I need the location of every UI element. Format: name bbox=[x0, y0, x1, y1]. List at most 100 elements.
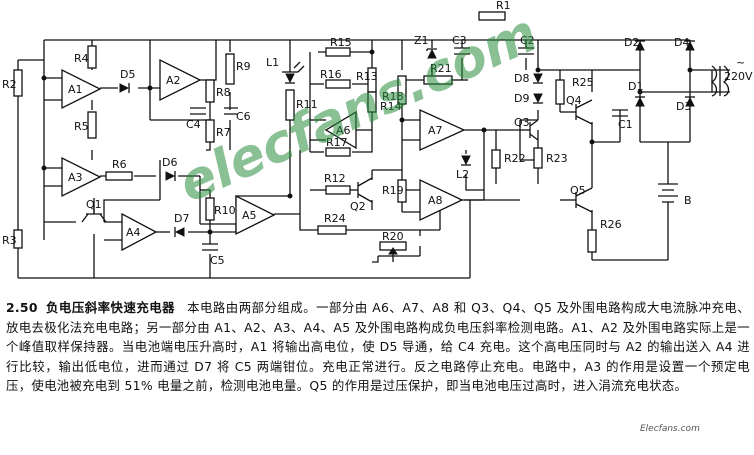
led-L2 bbox=[461, 155, 471, 166]
label-R12: R12 bbox=[324, 172, 346, 185]
diode-D7 bbox=[174, 227, 185, 237]
capacitor-C4 bbox=[190, 107, 206, 115]
label-Q1: Q1 bbox=[86, 198, 102, 211]
resistor-R5 bbox=[87, 111, 97, 139]
label-D1: D1 bbox=[628, 80, 643, 93]
transistor-Q4 bbox=[575, 99, 593, 125]
label-A3: A3 bbox=[68, 171, 83, 184]
label-D2: D2 bbox=[624, 36, 639, 49]
resistors bbox=[13, 11, 597, 253]
section-number: 2.50 bbox=[6, 300, 38, 315]
capacitor-C6 bbox=[224, 107, 238, 115]
label-R6: R6 bbox=[112, 158, 127, 171]
resistor-R3 bbox=[13, 229, 23, 249]
transistors bbox=[81, 99, 593, 223]
diode-D6 bbox=[165, 171, 176, 181]
opamp-A4 bbox=[121, 212, 158, 252]
label-D3: D3 bbox=[676, 100, 691, 113]
resistor-R21 bbox=[423, 75, 453, 85]
diode-D8 bbox=[533, 73, 543, 84]
pot-arrow-R20 bbox=[388, 247, 398, 262]
transformer bbox=[710, 65, 730, 97]
label-L2: L2 bbox=[456, 168, 469, 181]
diode-D2 bbox=[635, 40, 645, 51]
label-R10: R10 bbox=[214, 204, 236, 217]
resistor-R10 bbox=[205, 197, 215, 221]
label-R26: R26 bbox=[600, 218, 622, 231]
resistor-R17 bbox=[325, 147, 351, 157]
diodes bbox=[119, 40, 695, 237]
label-R18: R18 bbox=[382, 90, 404, 103]
label-D5: D5 bbox=[120, 68, 135, 81]
label-Z1: Z1 bbox=[414, 34, 429, 47]
label-A6: A6 bbox=[336, 124, 351, 137]
section-heading: 负电压斜率快速充电器 bbox=[45, 300, 176, 315]
label-C1: C1 bbox=[618, 118, 633, 131]
label-C2: C2 bbox=[520, 34, 535, 47]
label-D9: D9 bbox=[514, 92, 529, 105]
component-labels: R1 R2 R3 R4 R5 R6 R7 R8 R9 R10 R11 R12 R… bbox=[2, 0, 753, 267]
resistor-R24 bbox=[317, 225, 347, 235]
transistor-Q3 bbox=[520, 119, 539, 141]
resistor-R26 bbox=[587, 229, 597, 253]
diode-D4 bbox=[685, 40, 695, 51]
resistor-R19 bbox=[397, 179, 407, 203]
label-R23: R23 bbox=[546, 152, 568, 165]
diode-D5 bbox=[119, 83, 130, 93]
capacitors bbox=[190, 47, 628, 251]
resistor-R15 bbox=[325, 47, 351, 57]
label-R2: R2 bbox=[2, 78, 17, 91]
label-220V: 220V bbox=[724, 70, 753, 83]
circuit-schematic: R1 R2 R3 R4 R5 R6 R7 R8 R9 R10 R11 R12 R… bbox=[2, 0, 753, 279]
opamp-A6 bbox=[324, 110, 357, 150]
resistor-R4 bbox=[87, 45, 97, 69]
section-body: 本电路由两部分组成。一部分由 A6、A7、A8 和 Q3、Q4、Q5 及外围电路… bbox=[6, 300, 750, 394]
diode-D1 bbox=[635, 96, 645, 107]
label-R16: R16 bbox=[320, 68, 342, 81]
opamp-A8 bbox=[419, 178, 464, 222]
label-D7: D7 bbox=[174, 212, 189, 225]
capacitor-C2 bbox=[518, 47, 534, 55]
resistor-R14 bbox=[367, 91, 377, 113]
opamp-A5 bbox=[235, 194, 276, 236]
ground-marks bbox=[41, 49, 693, 235]
resistor-R25 bbox=[555, 79, 565, 105]
resistor-R8 bbox=[205, 79, 215, 103]
capacitor-C5 bbox=[202, 243, 218, 251]
label-R8: R8 bbox=[216, 86, 231, 99]
label-A7: A7 bbox=[428, 124, 443, 137]
label-R24: R24 bbox=[324, 212, 346, 225]
label-B: B bbox=[684, 194, 692, 207]
label-D4: D4 bbox=[674, 36, 689, 49]
led-L1 bbox=[285, 73, 295, 84]
article-text: 2.50 负电压斜率快速充电器本电路由两部分组成。一部分由 A6、A7、A8 和 … bbox=[6, 298, 750, 396]
resistor-R2 bbox=[13, 69, 23, 97]
resistor-R11 bbox=[285, 89, 295, 121]
diode-D9 bbox=[533, 93, 543, 104]
resistor-R18 bbox=[397, 75, 407, 105]
resistor-R16 bbox=[325, 79, 351, 89]
label-A5: A5 bbox=[242, 209, 257, 222]
resistor-R22 bbox=[491, 149, 501, 169]
label-R7: R7 bbox=[216, 126, 231, 139]
label-C4: C4 bbox=[186, 118, 201, 131]
label-A1: A1 bbox=[68, 83, 83, 96]
op-amps bbox=[61, 58, 466, 252]
opamp-A2 bbox=[159, 58, 202, 102]
capacitor-C1 bbox=[612, 109, 628, 117]
resistor-R6 bbox=[105, 171, 133, 181]
label-R25: R25 bbox=[572, 76, 594, 89]
label-R11: R11 bbox=[296, 98, 318, 111]
label-A2: A2 bbox=[166, 74, 181, 87]
label-Q2: Q2 bbox=[350, 200, 366, 213]
label-R20: R20 bbox=[382, 230, 404, 243]
label-C6: C6 bbox=[236, 110, 251, 123]
label-A4: A4 bbox=[126, 226, 141, 239]
opamp-A1 bbox=[61, 68, 102, 110]
label-R14: R14 bbox=[380, 100, 402, 113]
label-R15: R15 bbox=[330, 36, 352, 49]
resistor-R1 bbox=[478, 11, 506, 21]
label-C3: C3 bbox=[452, 34, 467, 47]
label-Q5: Q5 bbox=[570, 184, 586, 197]
label-R21: R21 bbox=[430, 62, 452, 75]
